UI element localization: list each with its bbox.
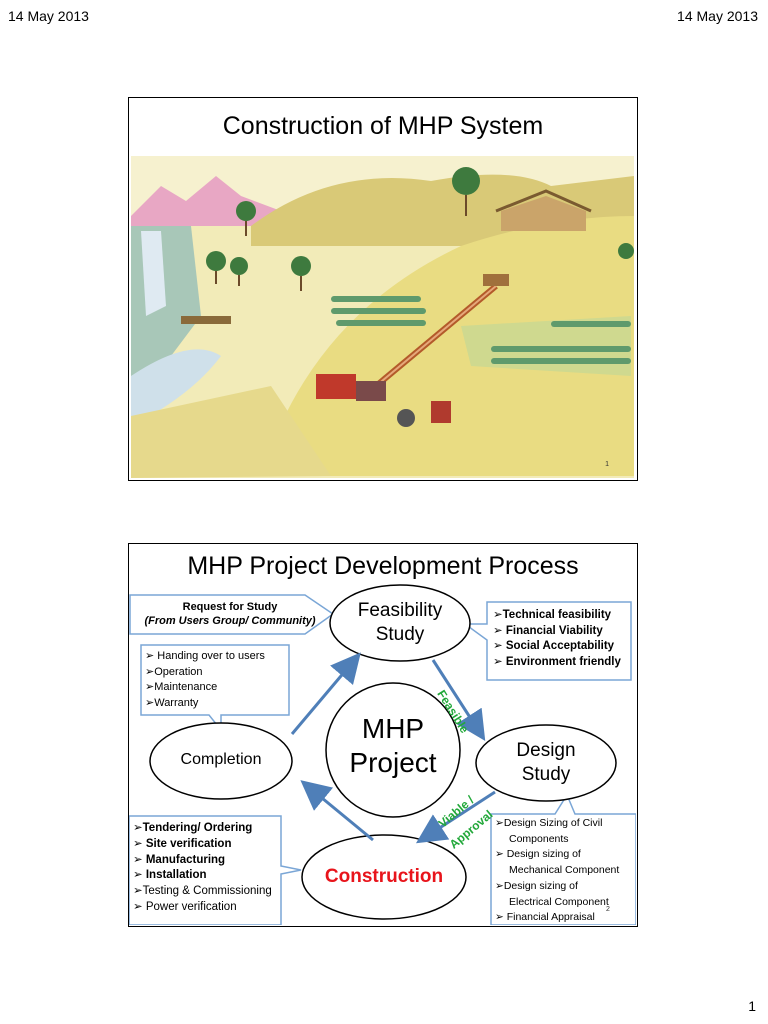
list-item: Mechanical Component — [509, 864, 620, 877]
list-item: Electrical Component — [509, 895, 609, 908]
feasibility-study-label: Feasibility Study — [330, 599, 470, 647]
process-diagram — [129, 584, 636, 925]
feasibility-bullet-list: ➢Technical feasibility ➢ Financial Viabi… — [493, 608, 621, 670]
feasibility-line1: Feasibility — [357, 600, 443, 621]
list-item: ➢Tendering/ Ordering — [133, 822, 253, 834]
list-item: ➢Design Sizing of Civil — [495, 817, 603, 829]
completion-label: Completion — [180, 751, 262, 768]
page-number: 1 — [748, 998, 756, 1014]
design-line1: Design — [516, 740, 576, 761]
header-date-right: 14 May 2013 — [677, 8, 758, 24]
list-item: ➢Design sizing of — [495, 879, 578, 892]
list-item: Components — [509, 832, 569, 845]
mhp-project-circle — [325, 682, 461, 818]
arrow-design-to-construction — [415, 790, 496, 844]
list-item: ➢ Handing over to users — [145, 650, 265, 662]
request-callout-shape — [129, 594, 335, 635]
slide-number: 2 — [606, 906, 610, 913]
list-item: ➢Warranty — [145, 696, 199, 709]
list-item: ➢Maintenance — [145, 681, 218, 693]
construction-label: Construction — [324, 866, 444, 887]
list-item: ➢ Installation — [133, 869, 207, 882]
feasibility-line2: Study — [375, 624, 425, 645]
request-title: Request for Study — [182, 601, 278, 613]
completion-ellipse — [149, 722, 293, 800]
list-item: ➢ Power verification — [133, 900, 237, 913]
feasibility-ellipse — [329, 584, 471, 662]
list-item: ➢ Design sizing of — [495, 848, 581, 861]
slide-construction: Construction of MHP System — [128, 97, 638, 481]
slide-title: Construction of MHP System — [222, 112, 544, 140]
slide-process: MHP Project Development Process Request … — [128, 543, 638, 927]
design-ellipse — [475, 724, 617, 802]
slide-number: 1 — [605, 461, 609, 468]
list-item: ➢ Social Acceptability — [493, 640, 615, 652]
arrow-feasibility-to-design — [431, 659, 486, 742]
header-date-left: 14 May 2013 — [8, 8, 89, 24]
list-item: ➢ Manufacturing — [133, 853, 226, 866]
list-item: ➢ Financial Appraisal — [495, 911, 595, 924]
slide-title: MHP Project Development Process — [187, 552, 579, 580]
list-item: ➢Operation — [145, 665, 203, 678]
mhp-line2: Project — [349, 747, 437, 778]
request-subtitle: (From Users Group/ Community) — [144, 615, 316, 627]
completion-bullet-list: ➢ Handing over to users ➢Operation ➢Main… — [145, 649, 265, 711]
mhp-system-illustration — [131, 156, 634, 478]
mhp-line1: MHP — [361, 713, 425, 744]
list-item: ➢ Environment friendly — [493, 655, 621, 668]
request-callout: Request for Study (From Users Group/ Com… — [135, 600, 325, 628]
construction-bullet-list: ➢Tendering/ Ordering ➢ Site verification… — [133, 821, 272, 916]
design-study-label: Design Study — [476, 739, 616, 787]
list-item: ➢ Site verification — [133, 837, 232, 850]
arrow-construction-to-completion — [300, 780, 374, 842]
list-item: ➢ Financial Viability — [493, 624, 603, 637]
arrow-completion-to-feasibility — [290, 652, 361, 735]
list-item: ➢Testing & Commissioning — [133, 885, 272, 898]
list-item: ➢Technical feasibility — [493, 609, 612, 621]
design-bullet-list: ➢Design Sizing of Civil Components ➢ Des… — [495, 816, 619, 926]
mhp-project-label: MHP Project — [326, 712, 460, 780]
construction-ellipse — [301, 834, 467, 920]
design-line2: Study — [521, 764, 571, 785]
